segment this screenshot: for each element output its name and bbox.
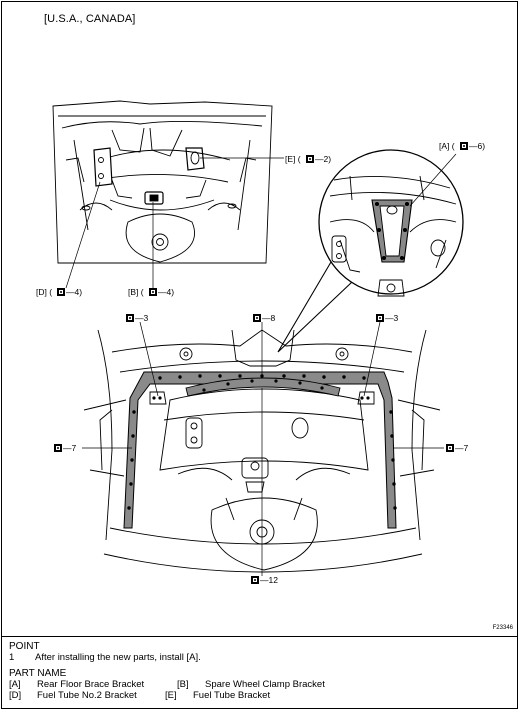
svg-text:[A] (: [A] ( bbox=[439, 141, 455, 151]
callout-a: [A] ( —6) bbox=[439, 141, 485, 151]
main-leaders bbox=[82, 321, 444, 576]
part-name: Spare Wheel Clamp Bracket bbox=[205, 679, 325, 690]
part-name: Fuel Tube No.2 Bracket bbox=[37, 690, 137, 701]
point-item: 1 After installing the new parts, install… bbox=[9, 652, 201, 663]
part-tag: [D] bbox=[9, 690, 22, 701]
svg-text:—4): —4) bbox=[158, 287, 174, 297]
callout-right: —7 bbox=[446, 443, 469, 453]
callout-top-right: —3 bbox=[376, 313, 399, 323]
callout-b: [B] ( —4) bbox=[128, 287, 174, 297]
svg-text:—4): —4) bbox=[66, 287, 82, 297]
callout-bottom: —12 bbox=[251, 575, 278, 585]
svg-text:[D] (: [D] ( bbox=[36, 287, 52, 297]
spot-weld-points bbox=[127, 374, 397, 510]
callout-left: —7 bbox=[54, 443, 77, 453]
callout-top-left: —3 bbox=[126, 313, 149, 323]
callout-e: [E] ( —2) bbox=[285, 154, 331, 164]
part-name-row: [D] Fuel Tube No.2 Bracket [E] Fuel Tube Br… bbox=[9, 690, 270, 701]
figure-id: F23346 bbox=[492, 625, 513, 631]
svg-text:[B] (: [B] ( bbox=[128, 287, 144, 297]
svg-text:—8: —8 bbox=[262, 313, 276, 323]
svg-text:—3: —3 bbox=[135, 313, 149, 323]
part-name: Rear Floor Brace Bracket bbox=[37, 679, 145, 690]
part-name-row: [A] Rear Floor Brace Bracket [B] Spare Whee… bbox=[9, 679, 325, 690]
part-name: Fuel Tube Bracket bbox=[193, 690, 271, 701]
part-tag: [A] bbox=[9, 679, 21, 690]
svg-text:—3: —3 bbox=[385, 313, 399, 323]
point-number: 1 bbox=[9, 652, 15, 663]
svg-text:—2): —2) bbox=[315, 154, 331, 164]
callout-d: [D] ( —4) bbox=[36, 287, 82, 297]
overview-leaders bbox=[65, 157, 284, 289]
part-tag: [E] bbox=[165, 690, 177, 701]
main-floor-view bbox=[83, 329, 441, 573]
part-name-heading: PART NAME bbox=[9, 668, 67, 679]
part-tag: [B] bbox=[177, 679, 189, 690]
callout-top-center: —8 bbox=[253, 313, 276, 323]
overview-floor-view bbox=[52, 100, 273, 264]
detail-leader-a bbox=[409, 153, 457, 207]
section-divider bbox=[1, 636, 518, 637]
region-label: [U.S.A., CANADA] bbox=[44, 13, 136, 25]
svg-text:—6): —6) bbox=[469, 141, 485, 151]
point-heading: POINT bbox=[9, 641, 40, 652]
detail-circle-view bbox=[318, 149, 464, 297]
svg-text:—7: —7 bbox=[455, 443, 469, 453]
svg-text:—12: —12 bbox=[260, 575, 278, 585]
svg-text:[E] (: [E] ( bbox=[285, 154, 301, 164]
point-text: After installing the new parts, install … bbox=[35, 652, 201, 663]
zoom-pointer bbox=[277, 261, 353, 353]
svg-text:—7: —7 bbox=[63, 443, 77, 453]
